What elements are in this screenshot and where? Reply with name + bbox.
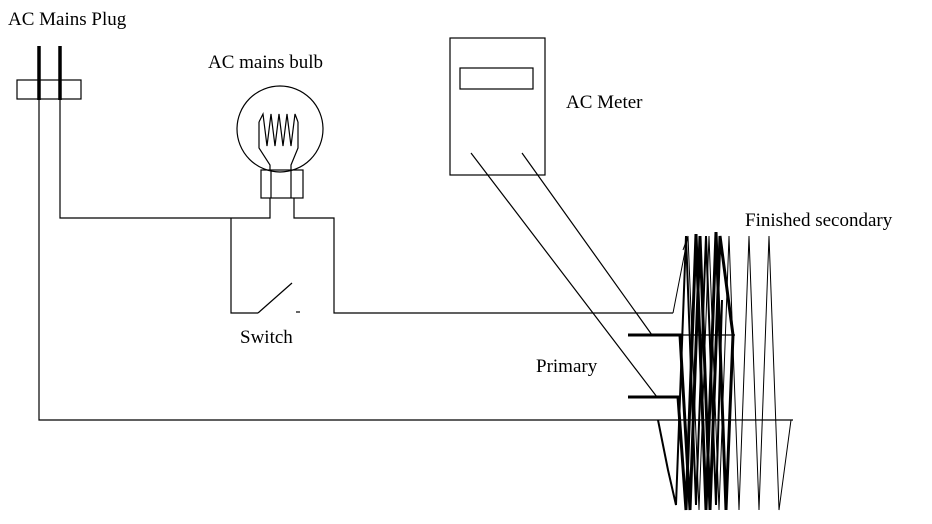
bulb-globe bbox=[236, 85, 324, 173]
bulb-to-secondary-wire bbox=[293, 198, 673, 314]
primary-winding bbox=[628, 235, 735, 511]
wiring bbox=[38, 100, 793, 421]
switch-left-lead bbox=[230, 218, 258, 314]
mains-bulb bbox=[236, 85, 324, 199]
bulb-base bbox=[260, 169, 304, 199]
meter-display bbox=[459, 67, 534, 90]
neutral-wire bbox=[38, 100, 793, 421]
switch bbox=[257, 282, 300, 314]
mains-plug bbox=[16, 46, 82, 100]
live-wire-to-bulb bbox=[59, 100, 271, 219]
bulb-filament bbox=[258, 111, 299, 147]
switch-blade bbox=[257, 282, 293, 314]
meter-body bbox=[449, 37, 546, 176]
primary-label: Primary bbox=[536, 356, 598, 377]
bulb-label: AC mains bulb bbox=[208, 52, 323, 73]
plug-body bbox=[16, 79, 82, 100]
plug-label: AC Mains Plug bbox=[8, 9, 127, 30]
transformer-coil bbox=[628, 231, 792, 511]
meter-label: AC Meter bbox=[566, 92, 643, 113]
secondary-label: Finished secondary bbox=[745, 210, 893, 231]
switch-label: Switch bbox=[240, 327, 293, 348]
